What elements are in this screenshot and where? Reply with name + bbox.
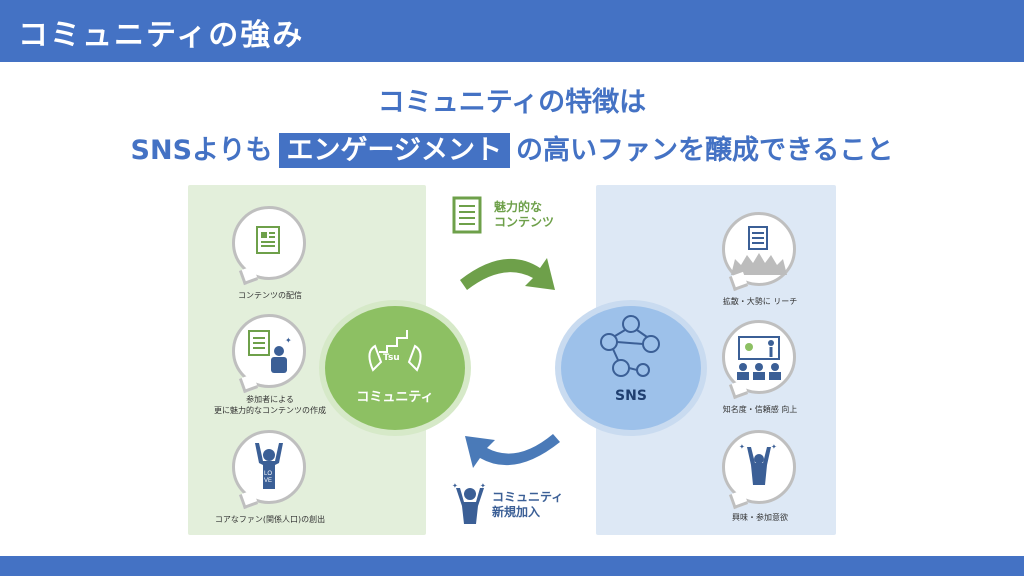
caption-line2: 更に魅力的なコンテンツの作成 [214,406,326,415]
network-people-icon [600,315,660,377]
love-fan-icon: LO VE [255,443,283,489]
caption-participant-creation: 参加者による 更に魅力的なコンテンツの作成 [200,394,340,416]
person-with-document-icon: ✦ [248,330,292,373]
bottom-flow-line1: コミュニティ [492,490,564,504]
top-flow-line1: 魅力的な [494,200,543,214]
svg-text:✦: ✦ [452,482,458,490]
community-hub-label: コミュニティ [356,390,434,405]
caption-content-delivery: コンテンツの配信 [238,291,302,300]
headline-suffix: の高いファンを醸成できること [515,135,894,166]
caption-core-fans: コアなファン(関係人口)の創出 [214,515,326,524]
bubble-participant-creation: ✦ [232,314,306,388]
svg-text:LO: LO [264,471,272,477]
presentation-audience-icon [737,336,781,380]
header-bar: コミュニティの強み [0,0,1024,62]
caption-awareness: 知名度・信頼感 向上 [722,405,798,414]
document-crowd-icon [731,226,787,275]
bottom-flow-line2: 新規加入 [492,505,541,519]
excited-person-icon: ✦ ✦ [739,443,777,485]
svg-text:✦: ✦ [480,482,486,490]
arrow-to-community [465,434,560,468]
svg-text:VE: VE [264,478,272,484]
headline-highlight: エンゲージメント [278,133,510,168]
sns-hub-label: SNS [615,388,647,404]
svg-text:✦: ✦ [739,443,745,451]
page-title: コミュニティの強み [18,18,305,53]
footer-bar [0,556,1024,576]
content-document-icon [452,196,482,234]
headline-line2: SNSよりもエンゲージメントの高いファンを醸成できること [0,128,1024,168]
top-flow-line2: コンテンツ [494,215,555,229]
arrow-to-sns [460,258,555,290]
hub-icon-text: Tsu [383,353,400,363]
caption-line1: 参加者による [246,395,294,404]
caption-interest: 興味・参加意欲 [732,513,788,522]
svg-text:✦: ✦ [285,336,292,345]
svg-text:✦: ✦ [771,443,777,451]
new-member-icon: ✦ ✦ [452,482,486,524]
bubble-interest: ✦ ✦ [722,430,796,504]
hands-holding-growth-icon: Tsu [368,330,422,372]
headline-prefix: SNSよりも [130,135,273,166]
document-icon [256,226,280,254]
community-hub: Tsu コミュニティ [325,306,465,430]
bubble-reach [722,212,796,286]
sns-hub: SNS [561,306,701,430]
bubble-awareness [722,320,796,394]
caption-reach: 拡散・大勢に リーチ [722,297,798,306]
top-flow-label: 魅力的な コンテンツ [494,200,554,230]
bubble-core-fans: LO VE [232,430,306,504]
bottom-flow-label: コミュニティ 新規加入 [492,490,563,520]
headline-line1: コミュニティの特徴は [377,87,647,118]
bubble-content-delivery [232,206,306,280]
